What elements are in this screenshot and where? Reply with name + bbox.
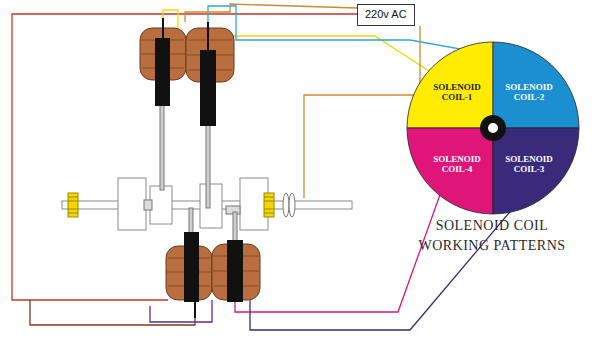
crank-web xyxy=(150,186,172,224)
coil-quadrant: SOLENOID COIL-3 xyxy=(493,128,579,214)
solenoid-coil xyxy=(212,240,260,302)
solenoid-coil xyxy=(140,18,186,106)
diagram-caption: SOLENOID COIL WORKING PATTERNS xyxy=(403,216,581,257)
hub-outer xyxy=(480,115,506,141)
power-box: 220v AC xyxy=(357,4,415,26)
coil-quadrant: SOLENOID COIL-2 xyxy=(493,42,579,128)
orange-wire xyxy=(304,26,420,198)
gear xyxy=(68,193,78,217)
pulley xyxy=(283,193,295,217)
solenoid-coil xyxy=(186,22,234,126)
gear xyxy=(264,193,274,217)
coil-name: SOLENOID COIL-4 xyxy=(427,154,487,175)
coil-quadrant: SOLENOID COIL-4 xyxy=(407,128,493,214)
crank-web xyxy=(200,184,222,228)
quadrant-fill xyxy=(407,128,493,214)
magenta-wire xyxy=(235,178,446,312)
brown-wire xyxy=(30,300,195,325)
solenoid-coil xyxy=(166,232,212,318)
quadrant-fill xyxy=(407,42,493,128)
wires xyxy=(12,4,522,330)
hub-hole xyxy=(488,123,498,133)
quadrant-fill xyxy=(493,42,579,128)
connecting-rod xyxy=(233,212,237,242)
orange-wire xyxy=(185,4,357,22)
violet-wire xyxy=(150,300,212,322)
coil-name: SOLENOID COIL-1 xyxy=(427,82,487,103)
connecting-rod xyxy=(189,208,193,234)
connecting-rod xyxy=(206,124,210,208)
connecting-rod xyxy=(160,104,164,190)
coil-name: SOLENOID COIL-2 xyxy=(499,82,559,103)
coil-name: SOLENOID COIL-3 xyxy=(499,154,559,175)
quadrant-fill xyxy=(493,128,579,214)
crank-web xyxy=(118,178,146,230)
coil-quadrant: SOLENOID COIL-1 xyxy=(407,42,493,128)
crank-pin xyxy=(144,200,152,210)
supply-label: 220v AC xyxy=(365,8,407,21)
